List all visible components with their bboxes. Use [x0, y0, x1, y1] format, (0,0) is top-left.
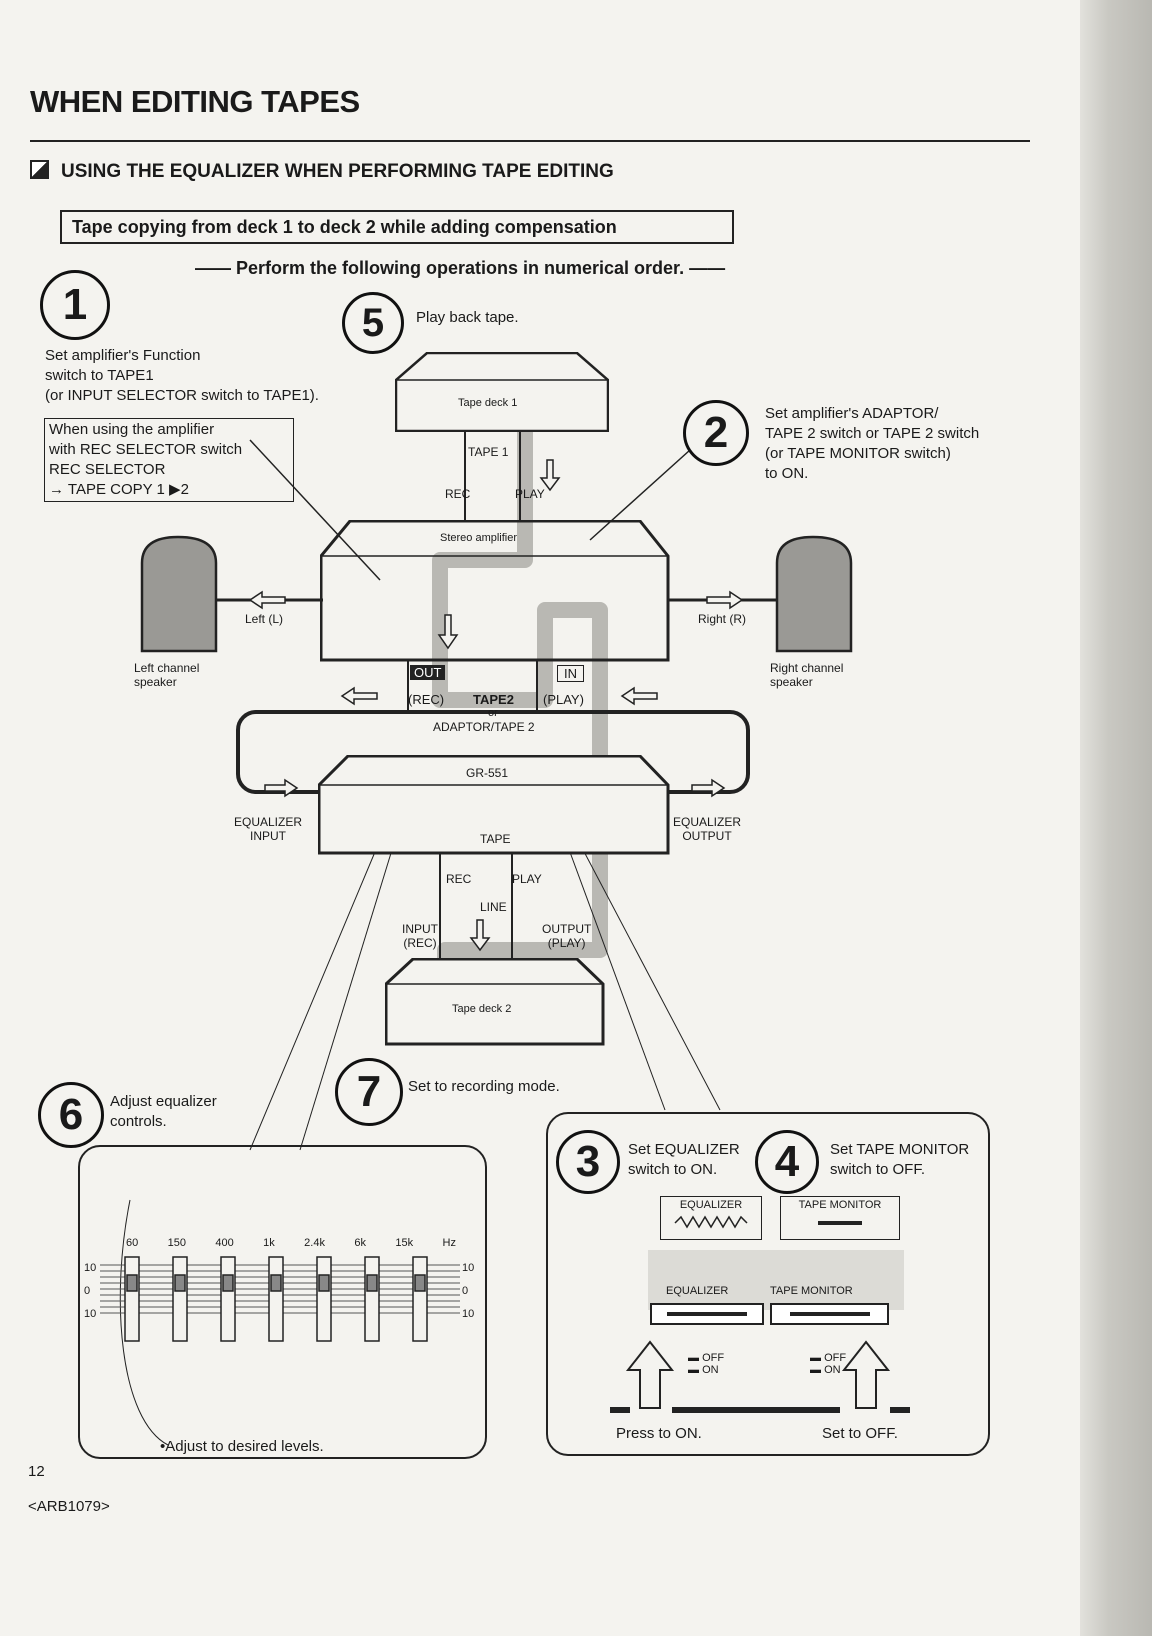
document-code: <ARB1079> [28, 1498, 110, 1515]
step-2-text: Set amplifier's ADAPTOR/TAPE 2 switch or… [765, 405, 980, 482]
left-label: Left (L) [245, 612, 284, 626]
page-number: 12 [28, 1463, 45, 1480]
right-speaker [775, 535, 853, 653]
play-label-2: PLAY [512, 872, 542, 886]
out-jack-label: OUT [410, 665, 446, 680]
tape-deck-1 [395, 352, 609, 432]
tape-monitor-indicator: TAPE MONITOR [780, 1196, 900, 1240]
in-jack-label: IN [557, 665, 584, 682]
page-gutter-shadow [1080, 0, 1152, 1636]
or-label: or [488, 707, 498, 719]
press-on-arrow-icon [625, 1340, 675, 1409]
boxed-heading: Tape copying from deck 1 to deck 2 while… [60, 210, 734, 244]
line-down-arrow-icon [469, 919, 491, 952]
section-heading-text: USING THE EQUALIZER WHEN PERFORMING TAPE… [61, 161, 614, 182]
title-rule [30, 140, 1030, 142]
step-5-badge: 5 [342, 292, 404, 354]
section-heading: USING THE EQUALIZER WHEN PERFORMING TAPE… [30, 160, 614, 183]
indicator-off-bar [818, 1221, 862, 1225]
play-down-arrow-icon [539, 459, 561, 492]
page-title: WHEN EDITING TAPES [30, 84, 360, 119]
adaptor-tape2-label: ADAPTOR/TAPE 2 [433, 720, 535, 734]
tm-off-on-marks: ▬ OFF▬ ON [810, 1352, 847, 1376]
tape1-label: TAPE 1 [468, 445, 509, 459]
tape-deck-2 [385, 958, 605, 1046]
tape-monitor-switch[interactable] [770, 1303, 889, 1325]
equalizer-sliders [100, 1256, 460, 1342]
tape-monitor-switch-label: TAPE MONITOR [770, 1285, 853, 1297]
press-arrows [610, 1340, 910, 1413]
stereo-amp-label: Stereo amplifier [440, 532, 518, 544]
amp-down-arrow-icon [437, 614, 459, 650]
gr-551-unit [318, 755, 670, 855]
step-2-badge: 2 [683, 400, 749, 466]
indicator-lit-icon [674, 1215, 748, 1229]
stereo-amplifier [320, 520, 670, 662]
step-3-badge: 3 [556, 1130, 620, 1194]
right-arrow-icon [706, 590, 744, 610]
tape-deck-2-label: Tape deck 2 [452, 1003, 512, 1015]
step-5-text: Play back tape. [416, 309, 519, 326]
right-label: Right (R) [698, 612, 747, 626]
out-arrow-icon [340, 686, 378, 706]
step-7-text: Set to recording mode. [408, 1078, 560, 1095]
input-rec-label: INPUT(REC) [402, 922, 438, 950]
step-1-badge: 1 [40, 270, 110, 340]
rec-label-1: REC [445, 487, 471, 501]
equalizer-switch-label: EQUALIZER [666, 1285, 729, 1297]
signal-path [432, 400, 608, 1010]
eq-adjust-note: •Adjust to desired levels. [160, 1438, 324, 1455]
set-to-off-label: Set to OFF. [822, 1425, 898, 1442]
instruction-line: —— Perform the following operations in n… [195, 258, 726, 278]
step-7-badge: 7 [335, 1058, 403, 1126]
section-marker-icon [30, 160, 49, 179]
in-play-label: (PLAY) [543, 692, 584, 707]
line-label: LINE [480, 900, 507, 914]
equalizer-indicator-label: EQUALIZER [679, 1199, 743, 1211]
tape-monitor-indicator-label: TAPE MONITOR [798, 1199, 882, 1211]
tape-label: TAPE [480, 832, 511, 846]
rec-label-2: REC [446, 872, 472, 886]
play-label-1: PLAY [515, 487, 545, 501]
gr-551-label: GR-551 [466, 766, 509, 780]
left-arrow-icon [248, 590, 286, 610]
out-rec-label: (REC) [408, 692, 445, 707]
tape-deck-1-label: Tape deck 1 [458, 397, 518, 409]
eq-output-arrow-icon [691, 778, 726, 798]
set-off-arrow-icon [841, 1340, 891, 1409]
tape2-label: TAPE2 [473, 692, 514, 707]
switch-bank: EQUALIZER TAPE MONITOR [648, 1250, 904, 1310]
eq-off-on-marks: ▬ OFF▬ ON [688, 1352, 725, 1376]
left-speaker [140, 535, 218, 653]
step-4-badge: 4 [755, 1130, 819, 1194]
output-play-label: OUTPUT(PLAY) [542, 922, 592, 950]
equalizer-indicator: EQUALIZER [660, 1196, 762, 1240]
press-to-on-label: Press to ON. [616, 1425, 702, 1442]
step-6-badge: 6 [38, 1082, 104, 1148]
eq-input-arrow-icon [264, 778, 299, 798]
equalizer-switch[interactable] [650, 1303, 764, 1325]
in-arrow-icon [620, 686, 658, 706]
switch-panel [546, 1112, 990, 1456]
